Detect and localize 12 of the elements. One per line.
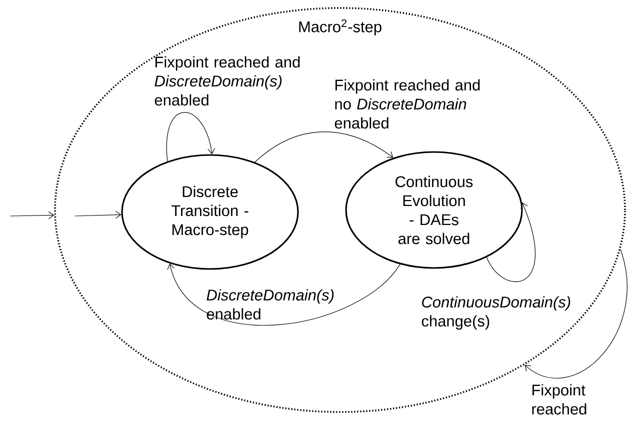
arrow [167,264,400,326]
arrow [524,249,628,378]
edge-label: Fixpoint reached and no DiscreteDomain enabled [334,79,480,129]
edge-label: Fixpoint reached and DiscreteDomain(s) enabled [154,56,300,106]
edge-label: ContinuousDomain(s) change(s) [422,296,570,330]
arrow [166,112,216,162]
edge-label: DiscreteDomain(s) enabled [206,289,334,320]
arrow [486,202,536,282]
arrow [74,210,122,219]
edge-label: Fixpoint reached [532,384,586,415]
arrow [10,211,54,220]
arrow [254,132,394,162]
